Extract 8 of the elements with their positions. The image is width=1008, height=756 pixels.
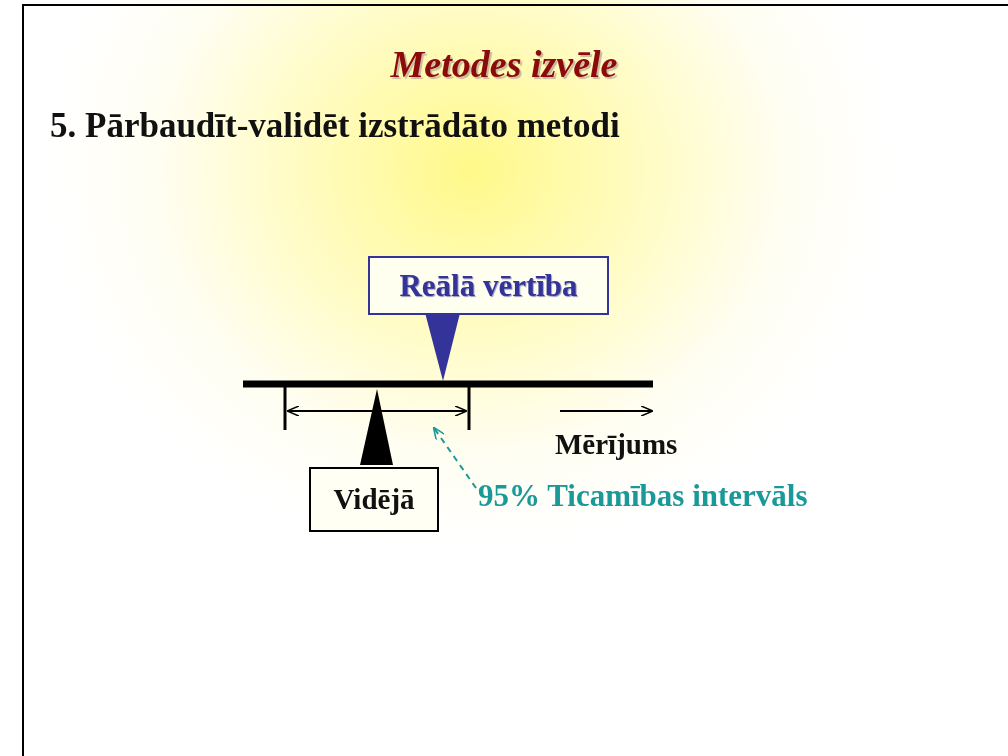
slide-subtitle: 5. Pārbaudīt-validēt izstrādāto metodi bbox=[50, 106, 620, 146]
interval-dimension bbox=[283, 386, 472, 430]
axis-label: Mērījums bbox=[555, 428, 678, 461]
slide-title: Metodes izvēle bbox=[389, 42, 619, 86]
value-box: Vidējā bbox=[309, 467, 439, 532]
value-box: Reālā vērtība bbox=[368, 256, 609, 315]
leader-line bbox=[432, 426, 477, 489]
callout-text: 95% Ticamības intervāls bbox=[478, 478, 808, 514]
